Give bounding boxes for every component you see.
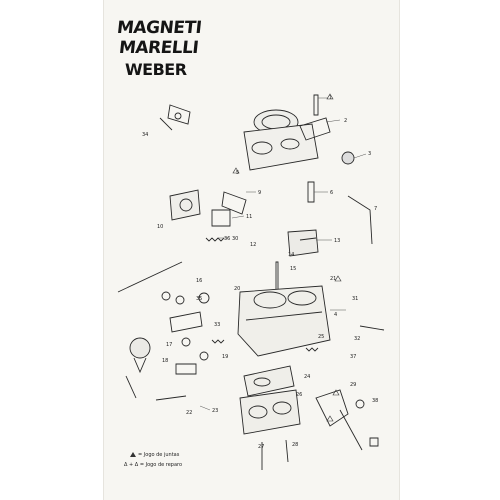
callout-3: 3	[368, 151, 371, 157]
callout-11: 11	[246, 214, 252, 220]
callout-36: 36	[224, 236, 230, 242]
plug-3	[341, 151, 355, 165]
callout-26: 26	[296, 392, 302, 398]
callout-35: 35	[196, 296, 202, 302]
callout-34: 34	[142, 132, 148, 138]
legend-repair-marks: Δ + Δ	[124, 462, 139, 468]
callout-22: 22	[186, 410, 192, 416]
screw-32	[359, 325, 385, 331]
throttle-linkage-top	[159, 104, 191, 131]
callout-4: 4	[334, 312, 337, 318]
spring-36	[205, 237, 225, 242]
callout-15: 15	[290, 266, 296, 272]
callout-13: 13	[334, 238, 340, 244]
callout-24: 24	[304, 374, 310, 380]
needle-valve	[275, 261, 279, 291]
screw-22	[155, 395, 187, 401]
legend-gasket-text: = Jogo de juntas	[138, 452, 180, 458]
callout-29: 29	[350, 382, 356, 388]
callout-16: 16	[196, 278, 202, 284]
rod-7	[347, 195, 373, 245]
air-horn-cover	[243, 109, 331, 171]
legend-row-gasket-set: = Jogo de juntas	[130, 452, 179, 458]
callout-32: 32	[354, 336, 360, 342]
callout-30: 30	[232, 236, 238, 242]
throttle-body	[239, 389, 301, 435]
callout-17: 17	[166, 342, 172, 348]
accelerator-pump	[125, 337, 151, 399]
callout-31: 31	[352, 296, 358, 302]
callout-12: 12	[250, 242, 256, 248]
callout-9: 9	[258, 190, 261, 196]
callout-25: 25	[318, 334, 324, 340]
rod-left	[117, 261, 183, 293]
jet-6	[307, 181, 315, 203]
throttle-lever	[315, 389, 365, 451]
screw-1	[313, 94, 319, 116]
callout-14: 14	[288, 252, 294, 258]
callout-38: 38	[372, 398, 378, 404]
callout-37: 37	[350, 354, 356, 360]
callout-1: 1	[329, 95, 332, 101]
callout-7: 7	[374, 206, 377, 212]
spring-right	[305, 347, 319, 352]
callout-10: 10	[157, 224, 163, 230]
callout-28: 28	[292, 442, 298, 448]
callout-33: 33	[214, 322, 220, 328]
callout-2: 2	[344, 118, 347, 124]
base-gasket	[243, 365, 295, 397]
legend-repair-text: = Jogo de reparo	[139, 462, 183, 468]
nut-29	[369, 437, 379, 447]
bolt-28	[285, 439, 289, 463]
carburetor-body	[237, 285, 331, 357]
jets-left-stack	[161, 291, 225, 375]
triangle-icon	[130, 452, 136, 457]
legend-row-repair-kit: Δ + Δ = Jogo de reparo	[124, 462, 182, 468]
callout-20: 20	[234, 286, 240, 292]
float-assembly	[287, 229, 319, 257]
callout-23: 23	[212, 408, 218, 414]
triangle-markers	[232, 93, 342, 422]
callout-19: 19	[222, 354, 228, 360]
brand-weber: WEBER	[125, 60, 187, 79]
callout-21: 21	[330, 276, 336, 282]
callout-6: 6	[330, 190, 333, 196]
callout-27: 27	[258, 444, 264, 450]
callout-18: 18	[162, 358, 168, 364]
choke-diaphragm	[169, 189, 247, 227]
